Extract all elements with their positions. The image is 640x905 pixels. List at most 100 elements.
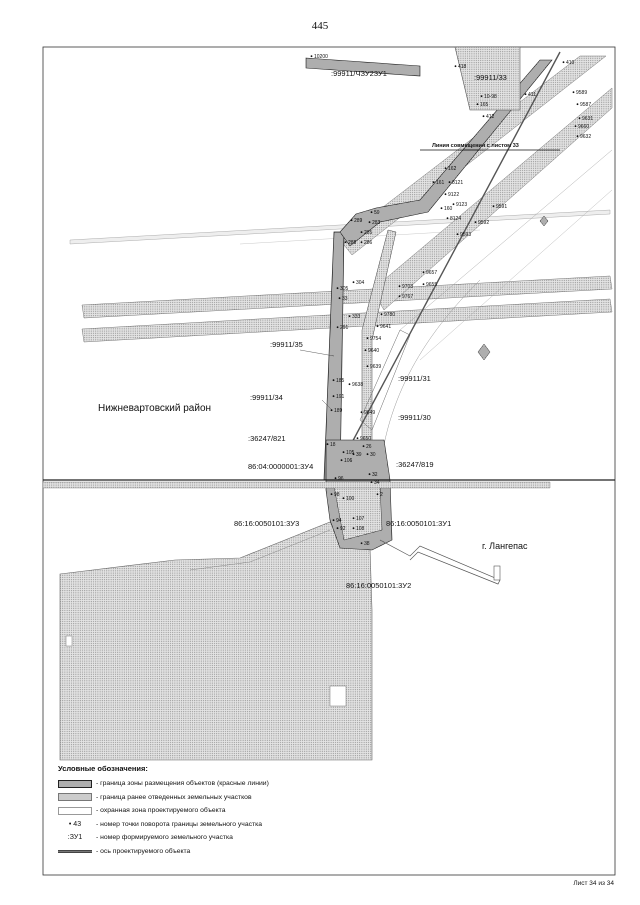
turn-point-dot xyxy=(370,211,373,214)
parcel-label: :99911/ЧЗУ23У1 xyxy=(331,69,387,78)
turn-point-dot xyxy=(326,443,329,446)
turn-point-dot xyxy=(576,135,579,138)
turn-point-dot xyxy=(340,459,343,462)
turn-point-dot xyxy=(368,473,371,476)
turn-point-label: 9660 xyxy=(578,124,589,130)
legend: Условные обозначения: - граница зоны раз… xyxy=(58,764,358,858)
turn-point-dot xyxy=(332,379,335,382)
parcel-label: 86:16:0050101:3У1 xyxy=(386,519,451,528)
turn-point-dot xyxy=(360,542,363,545)
parcel-label: :99911/34 xyxy=(250,393,283,402)
turn-point-label: 9650 xyxy=(360,436,371,442)
turn-point-dot xyxy=(352,517,355,520)
turn-point-label: 9123 xyxy=(456,202,467,208)
turn-point-label: 165 xyxy=(480,102,489,108)
diag-line-2 xyxy=(419,189,613,361)
turn-point-dot xyxy=(310,55,313,58)
turn-point-label: 105 xyxy=(346,450,355,456)
parcel-label: :99911/30 xyxy=(398,413,431,422)
turn-point-label: 10-98 xyxy=(484,94,497,100)
parcel-label: 86:16:0050101:3У3 xyxy=(234,519,299,528)
curve-line xyxy=(379,279,481,471)
turn-point-label: 108 xyxy=(356,526,365,532)
turn-point-dot xyxy=(422,271,425,274)
axis-line-symbol xyxy=(58,849,92,853)
match-line-label: Линия совмещения с листом 33 xyxy=(432,143,519,149)
turn-point-label: 191 xyxy=(336,394,345,400)
turn-point-dot xyxy=(344,241,347,244)
turn-point-label: 9589 xyxy=(576,90,587,96)
turn-point-label: 185 xyxy=(336,378,345,384)
turn-point-label: 9703 xyxy=(402,284,413,290)
parcel-label: 86:04:0000001:3У4 xyxy=(248,462,313,471)
turn-point-label: 9649 xyxy=(364,410,375,416)
legend-item-text: - граница зоны размещения объектов (крас… xyxy=(96,780,269,788)
turn-point-dot xyxy=(474,221,477,224)
turn-point-dot xyxy=(366,337,369,340)
turn-point-dot xyxy=(576,103,579,106)
turn-point-label: 96 xyxy=(338,476,344,482)
band-2 xyxy=(81,298,613,343)
turn-point-dot xyxy=(482,115,485,118)
parcel-labels: :99911/ЧЗУ23У1 :99911/33 :99911/35 :99911/3… xyxy=(234,69,507,590)
map-frame xyxy=(42,46,616,876)
turn-point-label: 59 xyxy=(374,210,380,216)
turn-point-label: 283 xyxy=(372,220,381,226)
top-block xyxy=(454,46,521,111)
legend-item-text: - охранная зона проектируемого объекта xyxy=(96,807,226,815)
turn-point-label: 39 xyxy=(356,452,362,458)
turn-point-dot xyxy=(572,91,575,94)
point-number-symbol: • 43 xyxy=(68,820,82,828)
parcel-number-symbol: :ЗУ1 xyxy=(67,834,83,842)
turn-point-label: 289 xyxy=(354,218,363,224)
turn-point-dot xyxy=(330,493,333,496)
turn-point-label: 9632 xyxy=(580,134,591,140)
turn-point-dot xyxy=(448,181,451,184)
turn-point-label: 92 xyxy=(340,526,346,532)
top-strip xyxy=(305,57,421,77)
turn-point-dot xyxy=(338,297,341,300)
parcel-label: :36247/819 xyxy=(396,460,434,469)
turn-point-dot xyxy=(334,477,337,480)
parcel-label: :99911/31 xyxy=(398,374,431,383)
legend-item: - граница ранее отведенных земельных уча… xyxy=(58,791,358,805)
boundary-strip xyxy=(42,481,551,489)
turn-point-label: 33 xyxy=(342,296,348,302)
turn-point-dot xyxy=(524,93,527,96)
parcel-label: :99911/33 xyxy=(474,73,507,82)
turn-point-dot xyxy=(480,95,483,98)
diamond-1 xyxy=(477,343,491,361)
turn-point-label: 162 xyxy=(448,166,457,172)
turn-point-label: 94 xyxy=(336,518,342,524)
turn-point-dot xyxy=(366,453,369,456)
parcel-label: :99911/35 xyxy=(270,340,303,349)
turn-point-dot xyxy=(574,125,577,128)
parcel-gap-2 xyxy=(65,635,73,647)
turn-point-label: 34 xyxy=(374,480,380,486)
page-number: 445 xyxy=(311,20,329,32)
turn-point-dot xyxy=(352,281,355,284)
turn-point-label: 9754 xyxy=(370,336,381,342)
turn-point-label: 8121 xyxy=(452,180,463,186)
turn-point-dot xyxy=(398,295,401,298)
sheet-label: Лист 34 из 34 xyxy=(573,880,614,887)
legend-item-text: - номер точки поворота границы земельног… xyxy=(96,820,263,828)
turn-point-label: 305 xyxy=(340,286,349,292)
turn-point-label: 2 xyxy=(380,492,383,498)
turn-point-label: 9640 xyxy=(368,348,379,354)
turn-point-label: 9591 xyxy=(496,204,507,210)
turn-point-dot xyxy=(476,103,479,106)
turn-point-dot xyxy=(352,453,355,456)
turn-point-dot xyxy=(376,493,379,496)
turn-point-label: 412 xyxy=(486,114,495,120)
road-end xyxy=(493,565,501,581)
turn-point-label: 288 xyxy=(348,240,357,246)
legend-item: • 43 - номер точки поворота границы земе… xyxy=(58,818,358,832)
turn-point-dot xyxy=(360,231,363,234)
turn-point-dot xyxy=(364,349,367,352)
legend-item-text: - граница ранее отведенных земельных уча… xyxy=(96,793,252,801)
turn-point-dot xyxy=(432,181,435,184)
band-1 xyxy=(81,275,613,319)
turn-point-dot xyxy=(348,315,351,318)
